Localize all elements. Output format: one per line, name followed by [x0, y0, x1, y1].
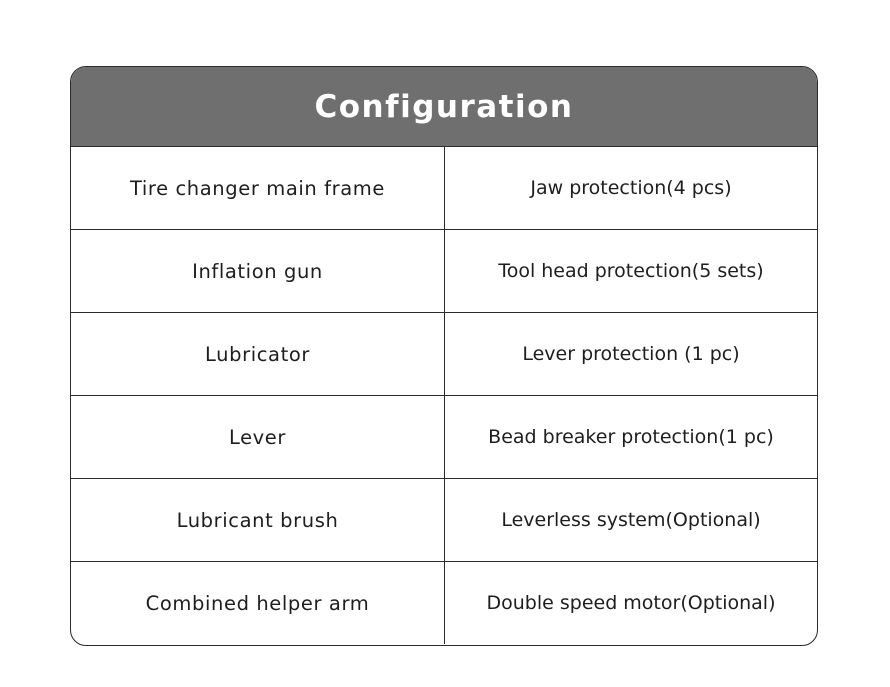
- table-cell-right: Jaw protection(4 pcs): [530, 177, 732, 199]
- table-cell-left: Lever: [71, 396, 445, 478]
- table-row: Lubricant brush Leverless system(Optiona…: [71, 479, 817, 562]
- table-title: Configuration: [314, 88, 574, 125]
- table-row: Tire changer main frame Jaw protection(4…: [71, 147, 817, 230]
- table-row: Lubricator Lever protection (1 pc): [71, 313, 817, 396]
- table-cell-left: Lubricant brush: [71, 479, 445, 561]
- table-cell-left: Lubricator: [71, 313, 445, 395]
- table-cell-right: Bead breaker protection(1 pc): [488, 426, 774, 448]
- table-row: Combined helper arm Double speed motor(O…: [71, 562, 817, 644]
- table-cell-right: Lever protection (1 pc): [522, 343, 740, 365]
- table-body: Tire changer main frame Jaw protection(4…: [71, 147, 817, 644]
- table-cell-left: Combined helper arm: [71, 562, 445, 644]
- table-row: Inflation gun Tool head protection(5 set…: [71, 230, 817, 313]
- table-cell-right: Double speed motor(Optional): [486, 592, 776, 614]
- table-cell-right: Leverless system(Optional): [501, 509, 761, 531]
- table-row: Lever Bead breaker protection(1 pc): [71, 396, 817, 479]
- table-header: Configuration: [71, 67, 817, 147]
- table-cell-right: Tool head protection(5 sets): [498, 260, 764, 282]
- table-cell-left: Inflation gun: [71, 230, 445, 312]
- table-cell-left: Tire changer main frame: [71, 147, 445, 229]
- configuration-table: Configuration Tire changer main frame Ja…: [70, 66, 818, 646]
